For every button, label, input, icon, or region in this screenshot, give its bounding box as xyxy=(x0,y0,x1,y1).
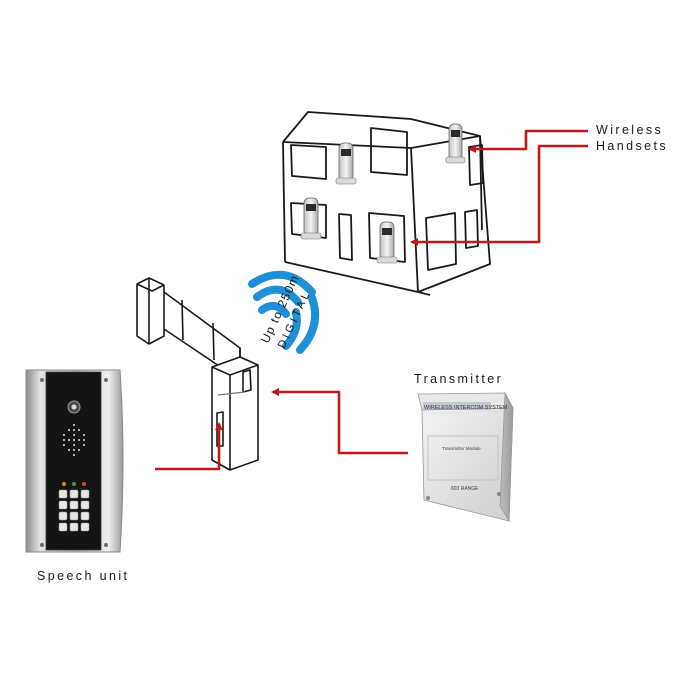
handsets-label-line1: Wireless xyxy=(596,123,664,137)
wifi-signal-icon xyxy=(248,270,319,354)
connector-arrows xyxy=(155,129,588,471)
arrow-to-upper-handset xyxy=(468,129,588,153)
arrow-speech-to-gate xyxy=(155,422,223,471)
status-led-icons xyxy=(62,482,86,486)
speaker-grille-icon xyxy=(62,423,86,457)
wireless-handsets-label: Wireless Handsets xyxy=(596,122,668,154)
house-drawing xyxy=(282,111,491,296)
keypad-icon xyxy=(58,489,90,532)
transmitter-brand-text: WIRELESS INTERCOM SYSTEM xyxy=(424,405,508,411)
handset-icon xyxy=(300,197,322,240)
gate-receiver-icon xyxy=(217,391,246,396)
camera-lens-icon xyxy=(67,400,81,414)
arrow-transmitter-to-gate xyxy=(271,388,408,455)
gate-drawing xyxy=(136,277,259,471)
transmitter-box xyxy=(417,391,514,523)
transmitter-range-text: 603 RANGE xyxy=(451,486,479,492)
transmitter-label: Transmitter xyxy=(414,372,504,386)
handset-icon xyxy=(335,142,357,185)
handset-icon xyxy=(445,123,466,164)
arrow-to-lower-handset xyxy=(410,144,588,246)
speech-unit-label: Speech unit xyxy=(37,569,130,583)
handsets-label-line2: Handsets xyxy=(596,139,669,153)
transmitter-panel-text: Transmitter Module xyxy=(442,446,481,451)
handset-icon xyxy=(376,221,398,264)
